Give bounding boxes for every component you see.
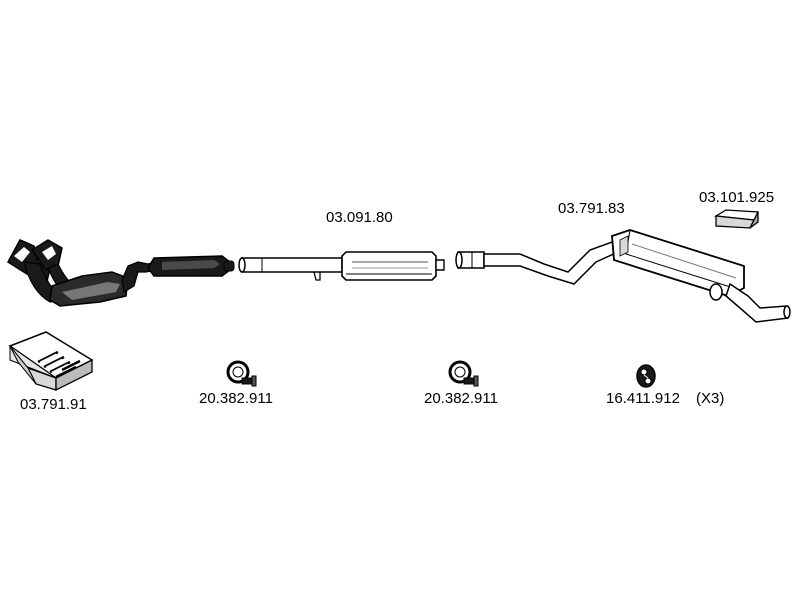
rubber-hanger-icon[interactable] (636, 364, 656, 388)
bracket-block-icon[interactable] (713, 209, 760, 229)
part-number-clamp-2: 20.382.911 (424, 390, 498, 407)
front-pipe-catalyst-icon[interactable] (7, 239, 235, 307)
part-number-bracket: 03.101.925 (699, 189, 775, 206)
pipe-clamp-icon[interactable] (226, 360, 257, 387)
part-number-rear-silencer: 03.791.83 (558, 200, 625, 217)
pipe-clamp-icon[interactable] (448, 360, 479, 387)
part-number-middle-silencer: 03.091.80 (326, 209, 393, 226)
part-number-mounting-kit: 03.791.91 (20, 396, 87, 413)
rubber-hanger-quantity: (X3) (696, 390, 725, 407)
mounting-kit-box-icon[interactable] (8, 331, 94, 392)
part-number-rubber-hanger: 16.411.912 (606, 390, 680, 407)
rear-silencer-icon[interactable] (455, 229, 791, 323)
middle-silencer-icon[interactable] (238, 251, 445, 281)
part-number-clamp-1: 20.382.911 (199, 390, 273, 407)
